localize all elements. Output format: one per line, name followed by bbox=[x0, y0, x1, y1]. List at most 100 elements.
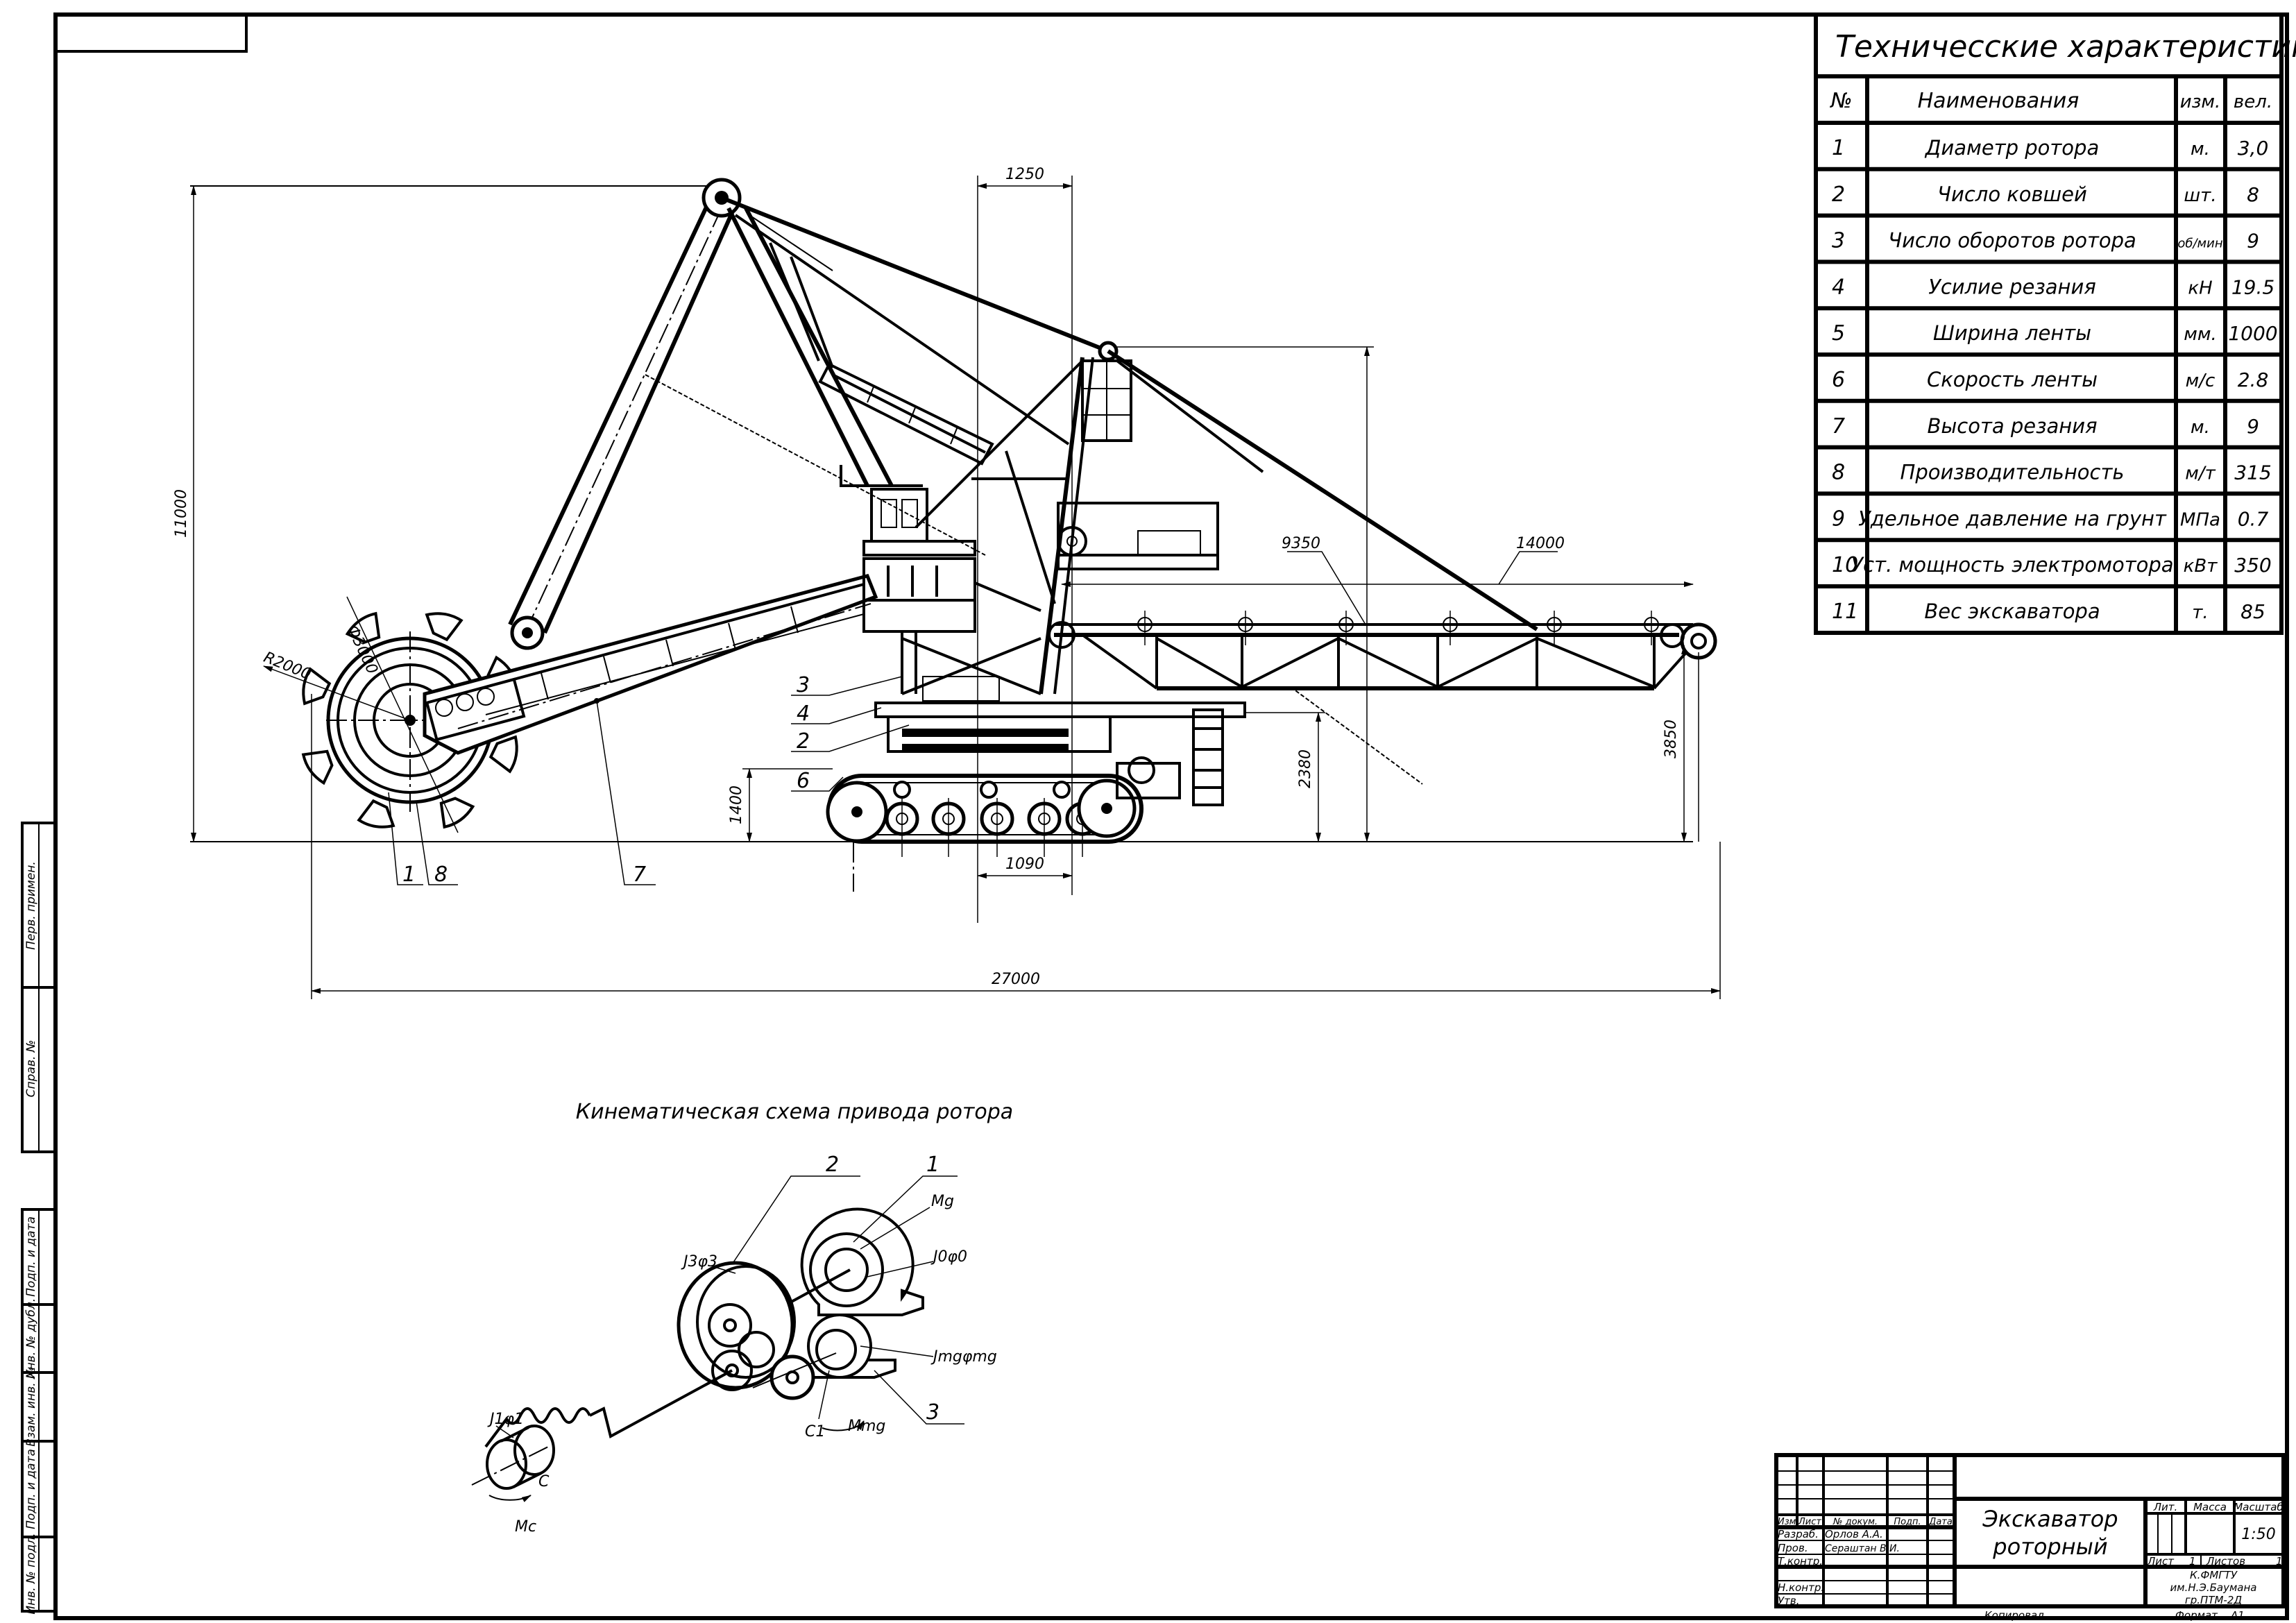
stamp-sprav-no: Справ. № bbox=[24, 1040, 38, 1098]
stamp-inv-dubl: Инв. № дубл. bbox=[24, 1298, 38, 1379]
specs-cell-value: 315 bbox=[2234, 461, 2271, 484]
specs-row: 2 Число ковшей шт. 8 bbox=[1832, 182, 2259, 207]
kin-label-j3: J3φ3 bbox=[681, 1253, 717, 1271]
bucket bbox=[301, 749, 334, 785]
specs-header-value: вел. bbox=[2234, 92, 2272, 112]
callout-1: 1 bbox=[402, 863, 416, 887]
tb-col-izm: Изм. bbox=[1778, 1517, 1799, 1527]
specs-cell-unit: м/с bbox=[2186, 371, 2216, 391]
specs-cell-num: 1 bbox=[1832, 136, 1845, 160]
tb-utv-label: Утв. bbox=[1778, 1595, 1800, 1607]
tb-drawing-title-2: роторный bbox=[1992, 1533, 2107, 1560]
specs-cell-num: 5 bbox=[1832, 321, 1845, 346]
specs-header-name: Наименования bbox=[1918, 89, 2080, 113]
stamp-podp-data-1: Подп. и дата bbox=[24, 1216, 38, 1297]
specs-cell-num: 6 bbox=[1832, 368, 1845, 392]
specs-row: 6 Скорость ленты м/с 2.8 bbox=[1832, 368, 2268, 392]
kin-label-j0: J0φ0 bbox=[930, 1248, 967, 1266]
specs-cell-value: 350 bbox=[2234, 554, 2271, 577]
mast bbox=[915, 341, 1538, 695]
specs-cell-unit: м. bbox=[2191, 417, 2210, 438]
callout-6: 6 bbox=[797, 769, 810, 793]
bucket bbox=[357, 799, 396, 829]
kin-callout-1: 1 bbox=[926, 1153, 939, 1177]
tb-sheet-label: Лист bbox=[2147, 1555, 2175, 1567]
specs-cell-unit: м/т bbox=[2185, 464, 2216, 484]
specs-cell-value: 1000 bbox=[2228, 322, 2277, 345]
specs-cell-value: 0.7 bbox=[2238, 507, 2269, 530]
specs-cell-value: 8 bbox=[2247, 183, 2259, 206]
kin-label-mg: Mg bbox=[931, 1193, 954, 1210]
title-block: Изм. Лист № докум. Подп. Дата Разраб. Ор… bbox=[1774, 1453, 2286, 1622]
specs-cell-value: 19.5 bbox=[2231, 275, 2274, 298]
specs-header-unit: изм. bbox=[2180, 92, 2221, 112]
specs-cell-num: 3 bbox=[1832, 229, 1845, 253]
specs-cell-name: Число ковшей bbox=[1937, 182, 2087, 206]
specs-cell-unit: МПа bbox=[2180, 509, 2220, 530]
specs-cell-num: 9 bbox=[1832, 507, 1845, 531]
tb-prov-label: Пров. bbox=[1778, 1542, 1808, 1554]
callouts: 1 8 7 3 4 2 6 bbox=[388, 673, 910, 887]
discharge-conveyor bbox=[1048, 611, 1717, 785]
specs-cell-name: Число оборотов ротора bbox=[1888, 229, 2136, 253]
specs-cell-value: 85 bbox=[2240, 600, 2265, 623]
specs-cell-name: Вес экскаватора bbox=[1924, 600, 2100, 623]
carrier-roller bbox=[893, 781, 911, 799]
tb-format-value: А1 bbox=[2230, 1609, 2245, 1622]
kin-label-c: C bbox=[538, 1473, 550, 1490]
stamp-podp-data-2: Подп. и дата bbox=[24, 1449, 38, 1529]
specs-cell-num: 10 bbox=[1832, 553, 1858, 577]
kin-label-c1: C1 bbox=[805, 1423, 825, 1441]
tb-nkontr-label: Н.контр. bbox=[1778, 1581, 1824, 1594]
tb-copied-label: Копировал bbox=[1984, 1609, 2044, 1622]
specs-cell-unit: кВт bbox=[2184, 556, 2218, 577]
carrier-roller bbox=[1053, 781, 1071, 799]
specs-cell-unit: шт. bbox=[2184, 185, 2216, 206]
specs-title: Техничесские характеристики bbox=[1835, 29, 2296, 65]
tb-scale-value: 1:50 bbox=[2241, 1526, 2275, 1543]
specs-cell-num: 4 bbox=[1832, 275, 1845, 299]
specs-cell-unit: об/мин bbox=[2177, 237, 2222, 251]
bucket bbox=[302, 667, 332, 706]
tb-tkontr-label: Т.контр. bbox=[1778, 1555, 1823, 1567]
tb-format-label: Формат bbox=[2175, 1609, 2218, 1622]
tb-sheets-label: Листов bbox=[2206, 1555, 2245, 1567]
kin-label-j1: J1φ1 bbox=[487, 1411, 524, 1428]
specs-cell-num: 8 bbox=[1832, 461, 1845, 485]
tb-razrab-label: Разраб. bbox=[1778, 1528, 1819, 1540]
specs-cell-unit: кН bbox=[2188, 278, 2212, 298]
dim-turntable-height: 2380 bbox=[1297, 749, 1314, 788]
specs-cell-name: Скорость ленты bbox=[1927, 368, 2098, 391]
callout-8: 8 bbox=[434, 863, 448, 887]
side-stamps: Перв. примен. Справ. № Подп. и дата Инв.… bbox=[21, 822, 57, 1615]
callout-4: 4 bbox=[797, 702, 810, 726]
stamp-vzam-inv: Взам. инв. № bbox=[24, 1366, 38, 1446]
tb-col-doc: № докум. bbox=[1832, 1517, 1878, 1527]
dim-axis-offset: 1250 bbox=[1005, 166, 1044, 183]
tb-org-1: К.ФМГТУ bbox=[2190, 1569, 2238, 1581]
bucket bbox=[488, 735, 518, 774]
kin-label-mmg: Mmg bbox=[848, 1418, 885, 1435]
kin-label-mc: Mc bbox=[515, 1518, 536, 1536]
stamp-perv-primen: Перв. примен. bbox=[24, 861, 38, 950]
specs-cell-value: 2.8 bbox=[2238, 368, 2269, 391]
dim-length-total: 27000 bbox=[992, 971, 1040, 988]
specs-cell-num: 2 bbox=[1832, 182, 1845, 207]
bucket bbox=[345, 611, 381, 644]
dim-height-total: 11000 bbox=[173, 489, 190, 538]
sheet-frame bbox=[53, 12, 2289, 1620]
upper-boom bbox=[508, 178, 1109, 650]
tb-lit-label: Лит. bbox=[2153, 1501, 2178, 1513]
callout-2: 2 bbox=[797, 729, 810, 754]
tb-col-list: Лист bbox=[1798, 1517, 1821, 1527]
specs-cell-num: 7 bbox=[1832, 414, 1845, 439]
specs-cell-unit: т. bbox=[2192, 602, 2208, 623]
specs-cell-value: 9 bbox=[2247, 415, 2259, 438]
dim-mast-reach: 9350 bbox=[1282, 535, 1320, 552]
dim-rotor-radius: R2000 bbox=[261, 649, 313, 683]
